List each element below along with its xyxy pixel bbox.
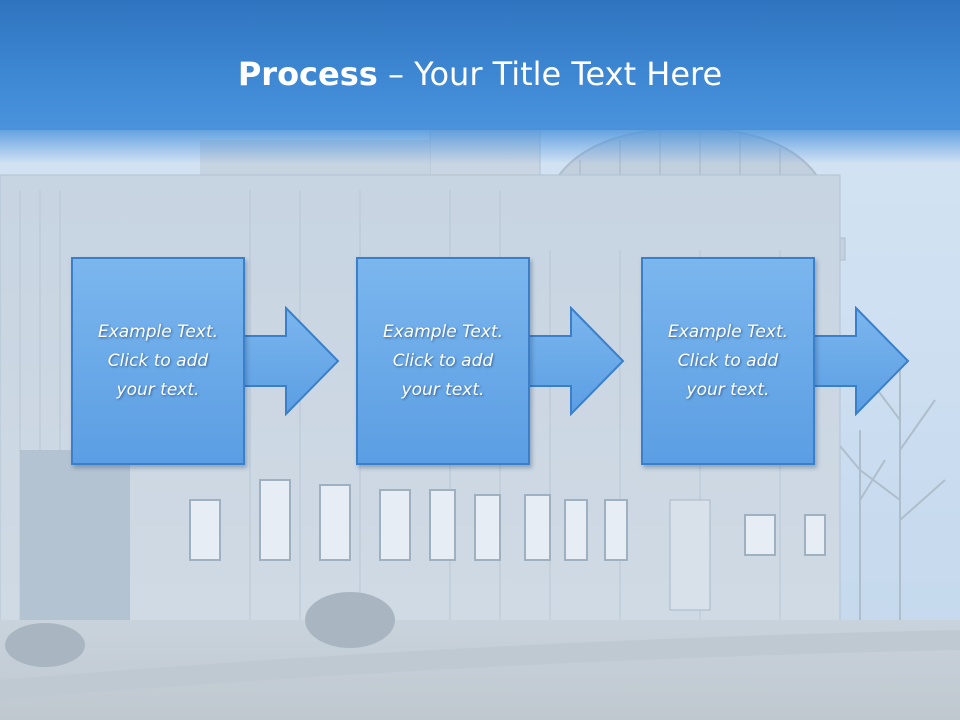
title-band	[0, 0, 960, 130]
step-box-2[interactable]: Example Text. Click to add your text.	[356, 257, 530, 465]
slide-title[interactable]: Process – Your Title Text Here	[0, 52, 960, 96]
step-box-1[interactable]: Example Text. Click to add your text.	[71, 257, 245, 465]
step-text: Example Text. Click to add your text.	[382, 321, 504, 400]
step-box-3[interactable]: Example Text. Click to add your text.	[641, 257, 815, 465]
right-arrow-icon	[523, 306, 625, 416]
step-text: Example Text. Click to add your text.	[667, 321, 789, 400]
title-bold-text: Process	[237, 55, 378, 93]
right-arrow-icon	[238, 306, 340, 416]
title-rest-text: – Your Title Text Here	[377, 55, 723, 93]
right-arrow-icon	[808, 306, 910, 416]
step-text: Example Text. Click to add your text.	[97, 321, 219, 400]
title-band-fade	[0, 124, 960, 164]
